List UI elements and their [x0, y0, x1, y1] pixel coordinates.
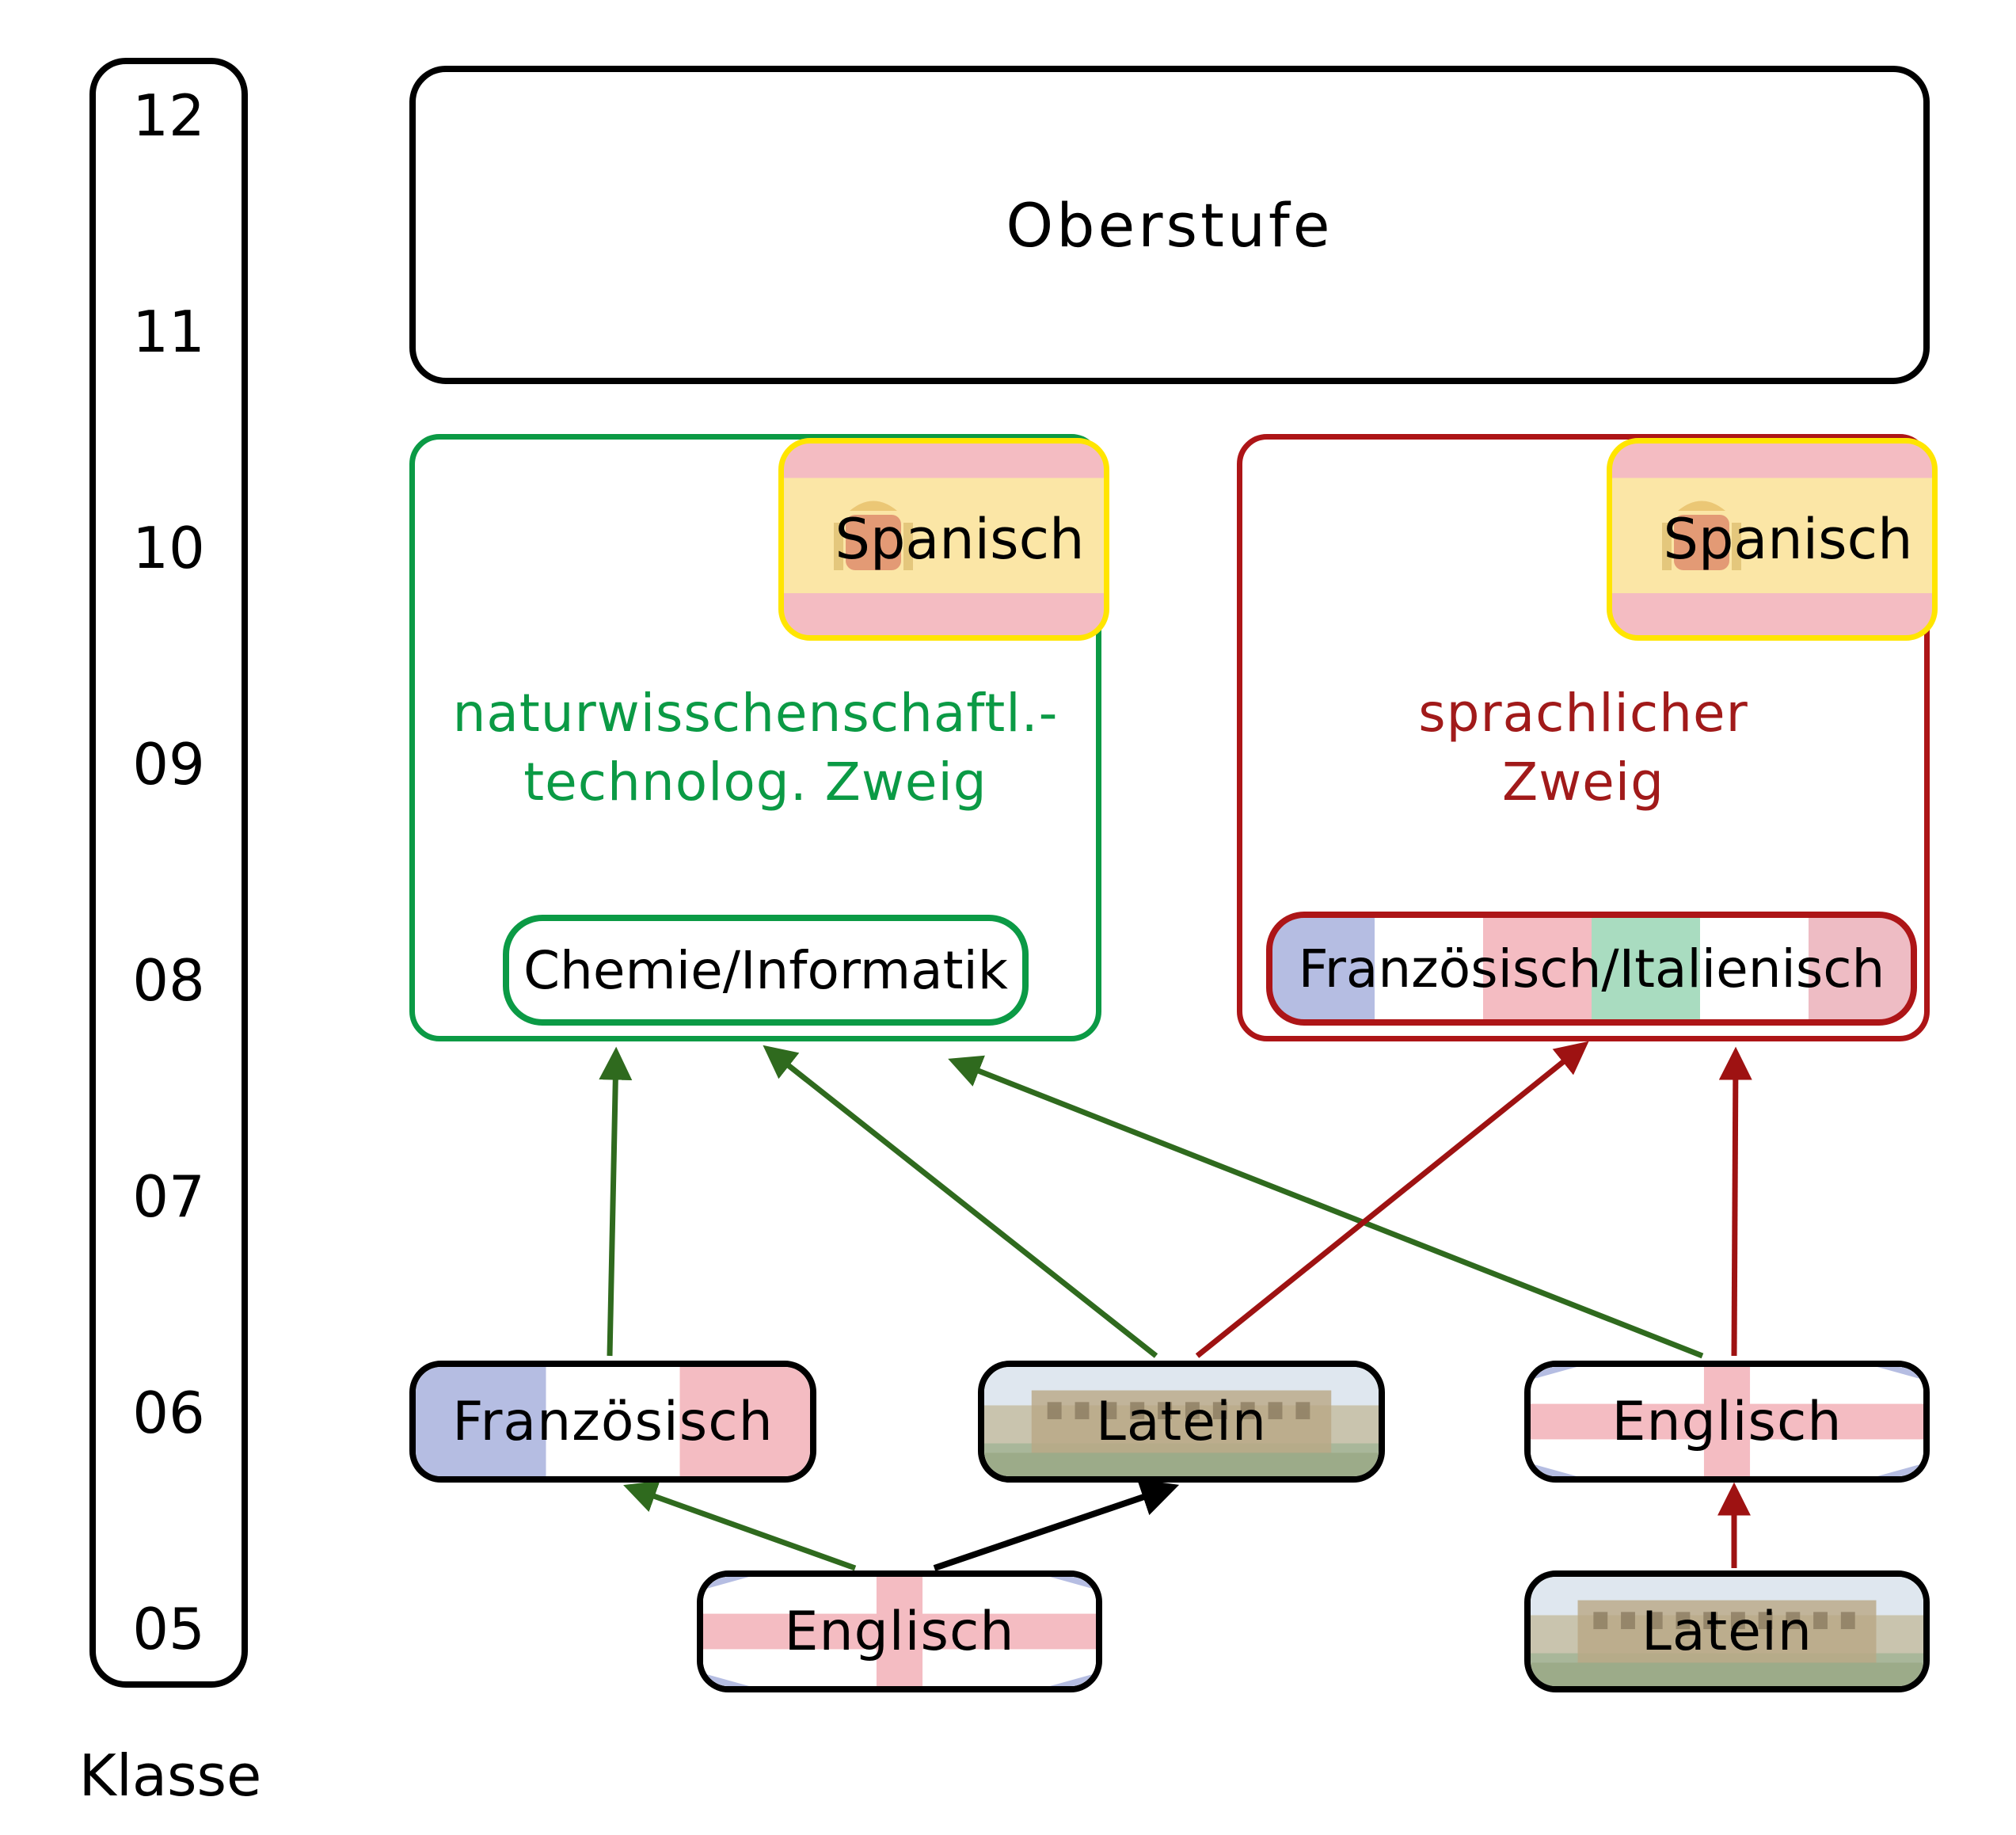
- language-branch-title-line2: Zweig: [1501, 752, 1665, 813]
- arrow-latin-to-science: [763, 1045, 1158, 1358]
- uk-flag-icon: [1531, 1367, 1923, 1476]
- uk-flag-drawing: [703, 1577, 1096, 1686]
- language-branch-title-line1: sprachlicher: [1418, 683, 1748, 744]
- grade-07: 07: [132, 1163, 205, 1230]
- colosseum-icon: [984, 1367, 1379, 1476]
- grade-08: 08: [132, 947, 205, 1014]
- grade-05: 05: [132, 1596, 205, 1662]
- spain-crest-icon: [834, 501, 913, 570]
- english-grade6-label: Englisch: [1611, 1390, 1843, 1453]
- oberstufe-box: Oberstufe: [409, 66, 1930, 384]
- arrow-english5-to-latin6: [933, 1479, 1180, 1571]
- arrow-latin-to-language: [1195, 1041, 1589, 1358]
- oberstufe-label: Oberstufe: [1006, 189, 1333, 261]
- france-flag-icon: [416, 1367, 810, 1476]
- spanish-tile-language: Spanisch: [1607, 438, 1938, 641]
- grade-axis: [89, 58, 248, 1688]
- grade-10: 10: [132, 515, 205, 581]
- spanish-label-science: Spanisch: [835, 507, 1085, 572]
- arrow-english-to-language: [1718, 1046, 1752, 1357]
- french-grade6-box: Französisch: [409, 1361, 816, 1483]
- science-branch-title-line2: technolog. Zweig: [523, 752, 987, 813]
- science-branch-box: Spanisch naturwisschenschaftl.- technolo…: [409, 434, 1109, 1041]
- english-grade5-box: Englisch: [697, 1570, 1102, 1692]
- english-grade6-box: Englisch: [1524, 1361, 1930, 1483]
- english-grade5-label: Englisch: [784, 1600, 1015, 1663]
- spanish-label-language: Spanisch: [1663, 507, 1913, 572]
- french-grade6-label: Französisch: [452, 1390, 774, 1453]
- chemistry-informatics-label: Chemie/Informatik: [523, 939, 1009, 1001]
- chemistry-informatics-box: Chemie/Informatik: [503, 915, 1029, 1026]
- grade-06: 06: [132, 1380, 205, 1446]
- grade-09: 09: [132, 731, 205, 798]
- latin-grade6-label: Latein: [1095, 1390, 1268, 1453]
- grade-12: 12: [132, 82, 205, 149]
- latin-grade5-label: Latein: [1641, 1600, 1813, 1663]
- french-italian-label: Französisch/Italienisch: [1298, 938, 1885, 999]
- colosseum-drawing: [1531, 1600, 1923, 1686]
- science-branch-title-line1: naturwisschenschaftl.-: [452, 683, 1059, 744]
- colosseum-drawing: [984, 1390, 1379, 1476]
- french-italian-box: Französisch/Italienisch: [1266, 912, 1917, 1026]
- arrow-french-to-science: [599, 1046, 633, 1357]
- latin-grade6-box: Latein: [978, 1361, 1385, 1483]
- spain-crest-icon: [1662, 501, 1741, 570]
- uk-flag-drawing: [1531, 1367, 1923, 1476]
- colosseum-icon: [1531, 1577, 1923, 1686]
- spanish-tile-science: Spanisch: [778, 438, 1109, 641]
- arrow-english-to-science: [948, 1055, 1704, 1359]
- language-branch-box: Spanisch sprachlicher Zweig Französisch/…: [1237, 434, 1938, 1041]
- uk-flag-icon: [703, 1577, 1096, 1686]
- arrow-english5-to-french6: [623, 1480, 857, 1571]
- axis-label: Klasse: [78, 1742, 262, 1809]
- grade-11: 11: [132, 299, 205, 365]
- latin-grade5-box: Latein: [1524, 1570, 1930, 1692]
